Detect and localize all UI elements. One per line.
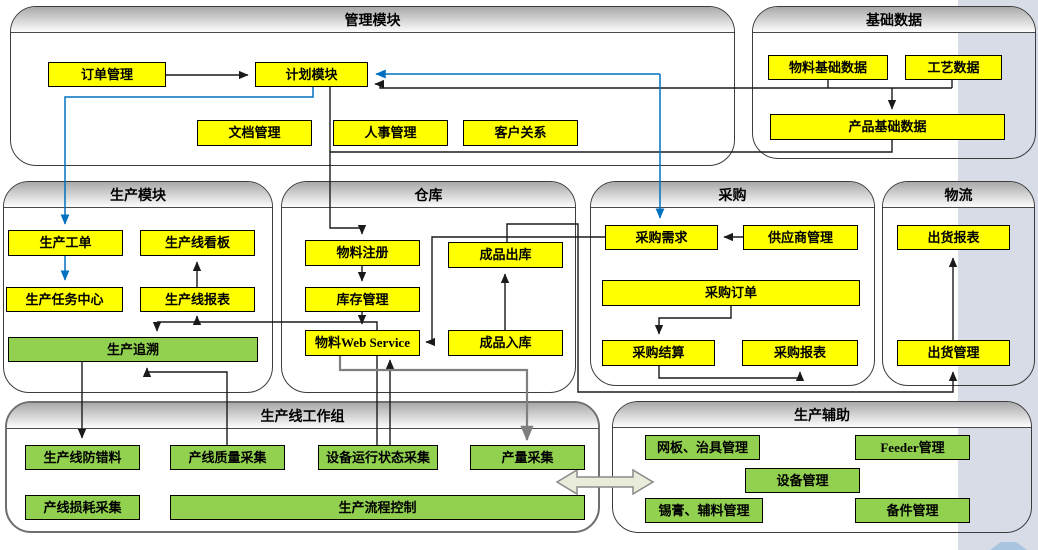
group-management-title: 管理模块 [11, 7, 734, 33]
node-solder-auxmaterial-management[interactable]: 锡膏、辅料管理 [645, 498, 763, 523]
node-purchase-settlement[interactable]: 采购结算 [602, 340, 715, 366]
node-shipping-management[interactable]: 出货管理 [897, 340, 1010, 366]
node-line-board[interactable]: 生产线看板 [140, 230, 255, 256]
node-order-management[interactable]: 订单管理 [48, 62, 166, 87]
group-production-title: 生产模块 [4, 182, 272, 208]
node-stencil-fixture-management[interactable]: 网板、治具管理 [645, 435, 760, 460]
node-finished-goods-in[interactable]: 成品入库 [448, 330, 563, 356]
node-purchase-report[interactable]: 采购报表 [742, 340, 858, 366]
node-production-flow-control[interactable]: 生产流程控制 [170, 495, 585, 520]
node-shipping-report[interactable]: 出货报表 [897, 225, 1010, 250]
node-material-web-service[interactable]: 物料Web Service [305, 330, 420, 356]
group-purchase-title: 采购 [591, 182, 874, 208]
node-customer-relations[interactable]: 客户关系 [463, 120, 578, 146]
background-strip [958, 0, 1038, 550]
node-production-trace[interactable]: 生产追溯 [8, 337, 258, 362]
node-hr-management[interactable]: 人事管理 [333, 120, 448, 146]
group-management: 管理模块 [10, 6, 735, 166]
group-base-data-title: 基础数据 [753, 7, 1035, 33]
node-material-base-data[interactable]: 物料基础数据 [768, 55, 888, 80]
node-feeder-management[interactable]: Feeder管理 [855, 435, 970, 460]
node-line-report[interactable]: 生产线报表 [140, 287, 255, 312]
node-finished-goods-out[interactable]: 成品出库 [448, 242, 563, 268]
node-purchase-request[interactable]: 采购需求 [605, 225, 718, 250]
node-material-register[interactable]: 物料注册 [305, 240, 420, 266]
group-auxiliary: 生产辅助 [612, 401, 1032, 533]
node-line-loss-collect[interactable]: 产线损耗采集 [25, 495, 140, 520]
node-document-management[interactable]: 文档管理 [197, 120, 312, 146]
group-base-data: 基础数据 [752, 6, 1036, 159]
group-auxiliary-title: 生产辅助 [613, 402, 1031, 428]
node-plan-module[interactable]: 计划模块 [255, 62, 368, 87]
group-workgroup-title: 生产线工作组 [7, 403, 598, 429]
node-product-base-data[interactable]: 产品基础数据 [770, 114, 1005, 140]
node-spare-parts-management[interactable]: 备件管理 [855, 498, 970, 523]
group-logistics: 物流 [882, 181, 1035, 386]
node-equipment-management[interactable]: 设备管理 [745, 468, 860, 493]
node-line-anti-error[interactable]: 生产线防错料 [25, 445, 140, 470]
node-process-data[interactable]: 工艺数据 [905, 55, 1002, 80]
group-warehouse-title: 仓库 [282, 182, 575, 208]
node-work-order[interactable]: 生产工单 [8, 230, 123, 256]
node-line-quality-collect[interactable]: 产线质量采集 [170, 445, 285, 470]
group-logistics-title: 物流 [883, 182, 1034, 208]
node-supplier-management[interactable]: 供应商管理 [743, 225, 858, 250]
node-output-collect[interactable]: 产量采集 [470, 445, 585, 470]
node-task-center[interactable]: 生产任务中心 [6, 287, 123, 312]
node-purchase-order[interactable]: 采购订单 [602, 280, 860, 306]
node-inventory-management[interactable]: 库存管理 [305, 287, 420, 312]
node-equipment-status-collect[interactable]: 设备运行状态采集 [318, 445, 438, 470]
